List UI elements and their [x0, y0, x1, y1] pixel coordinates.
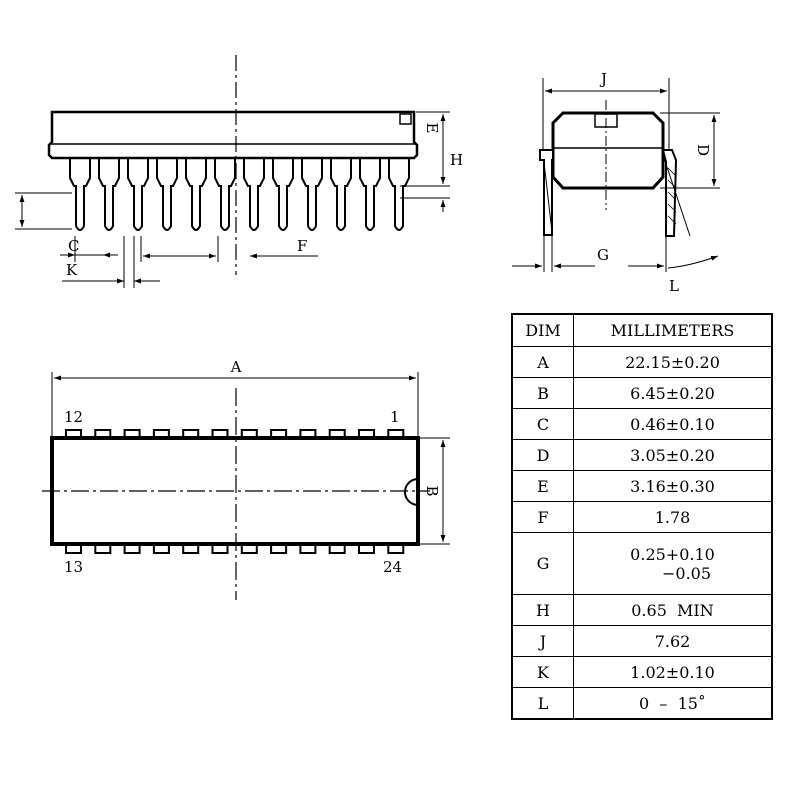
dim-l-label: L [669, 277, 679, 295]
table-cell-value: 0.25+0.10 −0.05 [573, 532, 773, 595]
top-view-pads [65, 429, 405, 554]
dimension-table: DIM MILLIMETERS A 22.15±0.20 B 6.45±0.20… [511, 313, 773, 720]
dim-a-label: A [230, 358, 242, 376]
table-header-row: DIM MILLIMETERS [511, 313, 773, 347]
dim-d-label: D [694, 144, 712, 156]
table-row: F 1.78 [511, 501, 773, 533]
tolerance-upper: 0.25+0.10 [630, 544, 715, 564]
table-cell-value: 3.16±0.30 [573, 470, 773, 502]
table-row: E 3.16±0.30 [511, 470, 773, 502]
front-lead [330, 158, 352, 231]
table-cell-dim: J [511, 625, 574, 657]
pin1-notch [404, 478, 419, 506]
table-cell-dim: F [511, 501, 574, 533]
table-cell-dim: A [511, 346, 574, 378]
table-cell-dim: D [511, 439, 574, 471]
front-lead [359, 158, 381, 231]
table-row: L 0 – 15˚ [511, 687, 773, 720]
side-view: J D G L [512, 70, 720, 295]
dim-b-label: B [423, 485, 441, 496]
front-lead [301, 158, 323, 231]
table-cell-dim: B [511, 377, 574, 409]
front-lead [98, 158, 120, 231]
side-lead-right-hatch [667, 167, 677, 225]
pin-13-label: 13 [64, 558, 83, 576]
pin-24-label: 24 [383, 558, 402, 576]
pin-1-label: 1 [390, 408, 400, 426]
top-view: A 12 1 13 24 B [42, 358, 450, 600]
table-cell-dim: L [511, 687, 574, 720]
table-row: B 6.45±0.20 [511, 377, 773, 409]
dim-f-label: F [297, 237, 307, 255]
table-cell-value: 0 – 15˚ [573, 687, 773, 720]
front-lead [272, 158, 294, 231]
side-lead-right-spread [663, 157, 691, 237]
front-lead [214, 158, 236, 231]
table-cell-value: 22.15±0.20 [573, 346, 773, 378]
table-cell-dim: E [511, 470, 574, 502]
table-cell-value: 0.46±0.10 [573, 408, 773, 440]
table-cell-dim: C [511, 408, 574, 440]
table-cell-value: 6.45±0.20 [573, 377, 773, 409]
side-body-outline [551, 111, 665, 190]
table-cell-dim: G [511, 532, 574, 595]
side-lead-left-hatch [543, 161, 553, 233]
dim-g-label: G [597, 246, 609, 264]
dim-e-label: E [423, 123, 441, 134]
table-row: K 1.02±0.10 [511, 656, 773, 688]
front-lead [185, 158, 207, 231]
table-cell-value: 0.65 MIN [573, 594, 773, 626]
table-cell-value: 1.02±0.10 [573, 656, 773, 688]
front-view: E H C K F [15, 55, 463, 288]
front-lead [69, 158, 91, 231]
table-row: C 0.46±0.10 [511, 408, 773, 440]
table-header-dim: DIM [511, 313, 574, 347]
table-row: A 22.15±0.20 [511, 346, 773, 378]
tolerance-lower: −0.05 [661, 563, 712, 583]
table-row: D 3.05±0.20 [511, 439, 773, 471]
table-header-unit: MILLIMETERS [573, 313, 773, 347]
dim-h-label: H [450, 151, 463, 169]
table-cell-value: 7.62 [573, 625, 773, 657]
front-notch-mark [399, 113, 412, 125]
table-cell-value: 3.05±0.20 [573, 439, 773, 471]
table-cell-dim: K [511, 656, 574, 688]
dim-l-arc [667, 255, 719, 269]
dim-j-label: J [599, 70, 607, 88]
pin-12-label: 12 [64, 408, 83, 426]
table-row: J 7.62 [511, 625, 773, 657]
front-lead [388, 158, 410, 231]
front-lead [156, 158, 178, 231]
table-cell-value: 1.78 [573, 501, 773, 533]
table-cell-dim: H [511, 594, 574, 626]
dim-c-label: C [68, 237, 79, 255]
front-view-leads [69, 158, 410, 231]
front-lead [127, 158, 149, 231]
table-row: G 0.25+0.10 −0.05 [511, 532, 773, 595]
front-lead [243, 158, 265, 231]
dim-k-label: K [66, 261, 78, 279]
front-body-outline [47, 110, 419, 160]
table-row: H 0.65 MIN [511, 594, 773, 626]
